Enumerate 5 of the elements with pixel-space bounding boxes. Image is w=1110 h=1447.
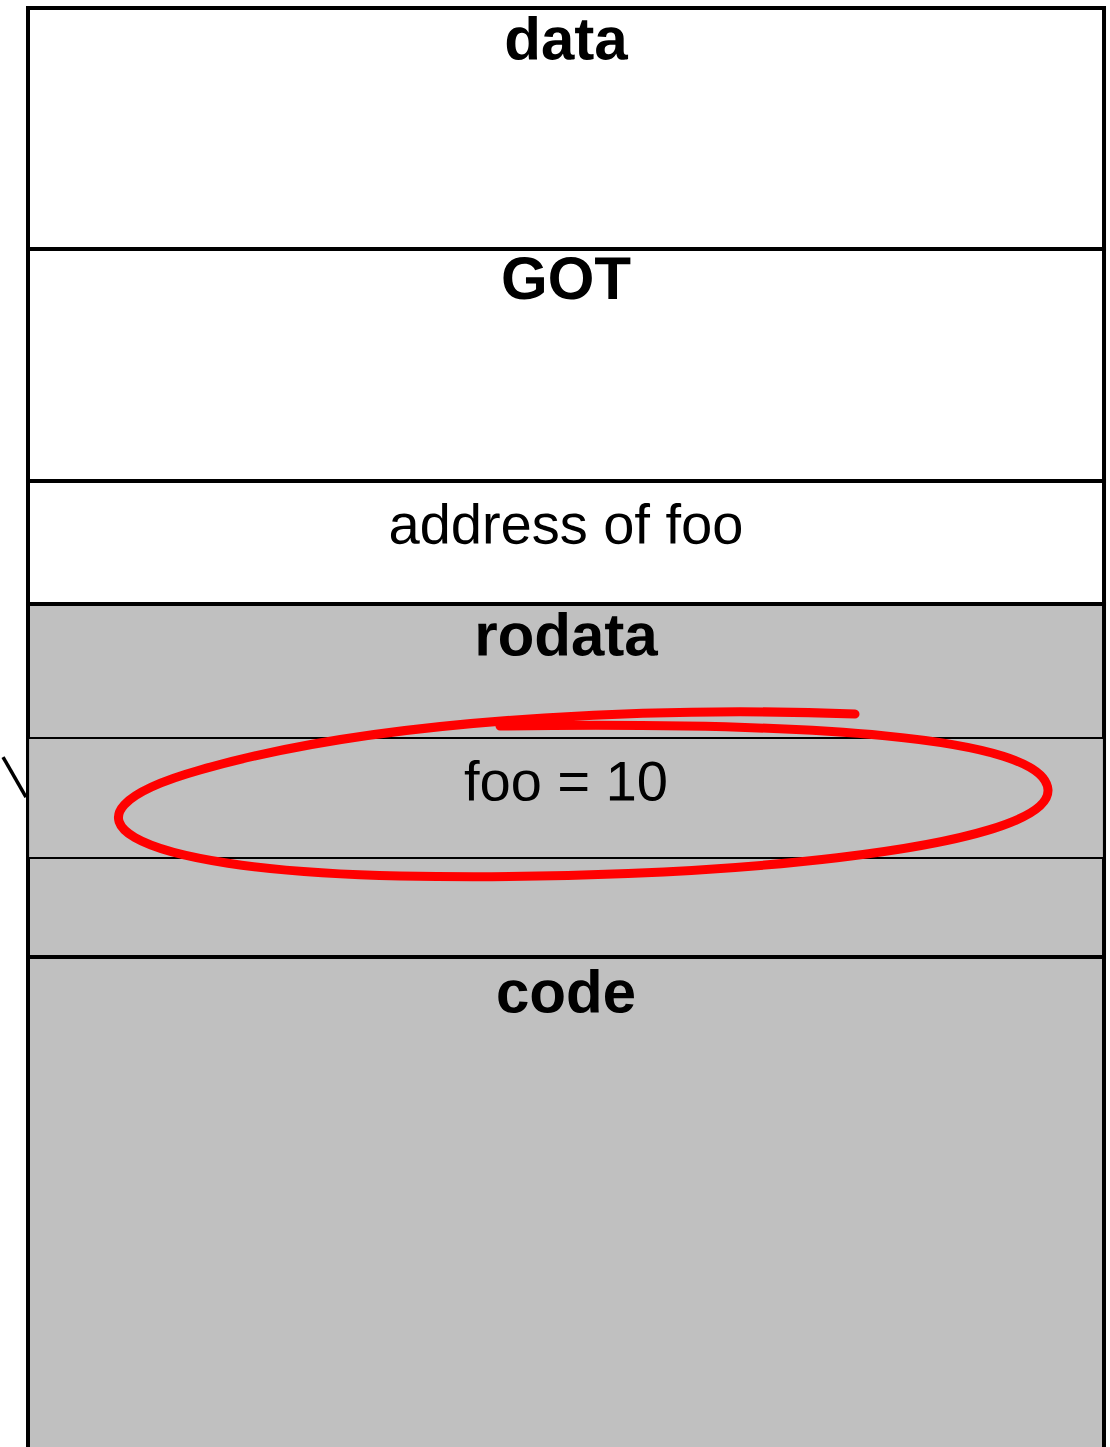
memory-section: code xyxy=(26,955,1106,1447)
memory-section: address of foo xyxy=(26,479,1106,606)
memory-section: GOT xyxy=(26,247,1106,483)
memory-section: data xyxy=(26,6,1106,251)
memory-entry: foo = 10 xyxy=(26,736,1106,860)
